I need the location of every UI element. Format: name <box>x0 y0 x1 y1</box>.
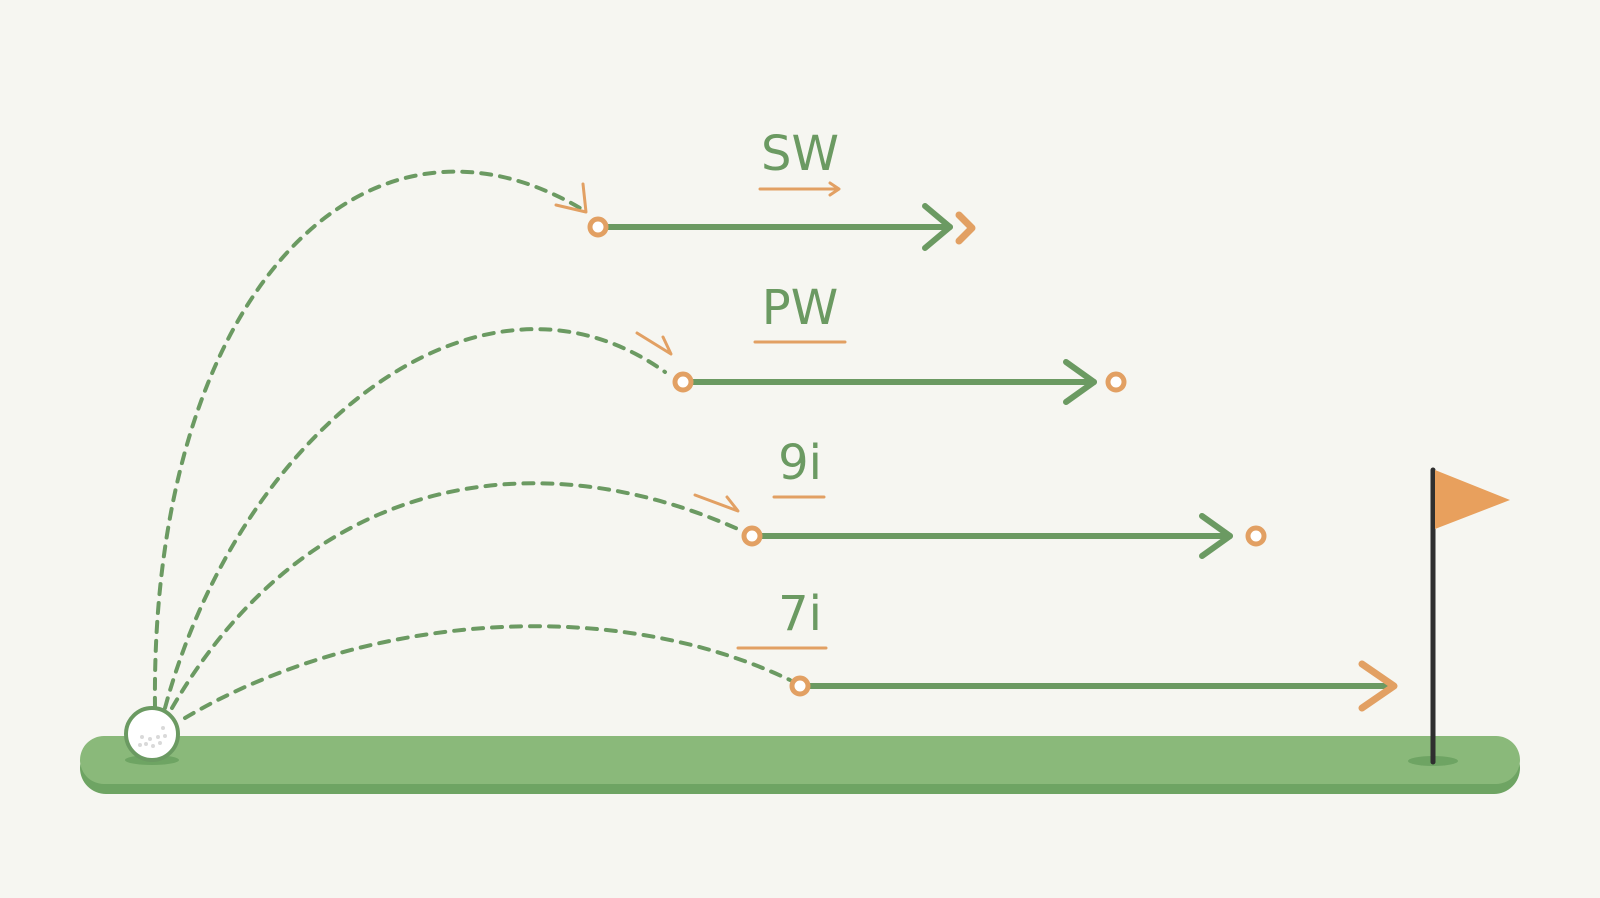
shot-pw: PW <box>163 280 1127 710</box>
end-chevron-sw <box>955 211 976 245</box>
fairway-strip <box>80 736 1520 794</box>
flight-path-sw <box>152 169 582 710</box>
roll-arrowhead-9i <box>1199 513 1233 559</box>
landing-tick-sw <box>554 182 588 214</box>
end-point-9i <box>1245 525 1267 547</box>
shot-9i: 9i <box>170 435 1267 710</box>
roll-arrowhead-sw <box>922 203 953 251</box>
club-label-sw: SW <box>761 126 839 182</box>
label-arrowhead-sw <box>828 181 841 197</box>
club-label-pw: PW <box>762 280 838 336</box>
flight-path-7i <box>183 624 792 720</box>
golf-ball-icon <box>124 706 180 765</box>
club-label-7i: 7i <box>778 586 822 642</box>
landing-point-sw <box>587 216 609 238</box>
landing-tick-pw <box>635 331 673 356</box>
end-point-pw <box>1105 371 1127 393</box>
landing-point-9i <box>741 525 763 547</box>
landing-point-pw <box>672 371 694 393</box>
roll-arrowhead-pw <box>1063 359 1097 405</box>
landing-point-7i <box>789 675 811 697</box>
landing-tick-9i <box>693 493 740 513</box>
flight-path-pw <box>163 327 667 710</box>
club-label-9i: 9i <box>778 435 822 491</box>
flight-path-9i <box>170 481 742 710</box>
shot-sw: SW <box>152 126 976 710</box>
shot-7i: 7i <box>183 586 1398 720</box>
flag-icon <box>1408 467 1510 766</box>
end-chevron-7i <box>1358 660 1398 712</box>
